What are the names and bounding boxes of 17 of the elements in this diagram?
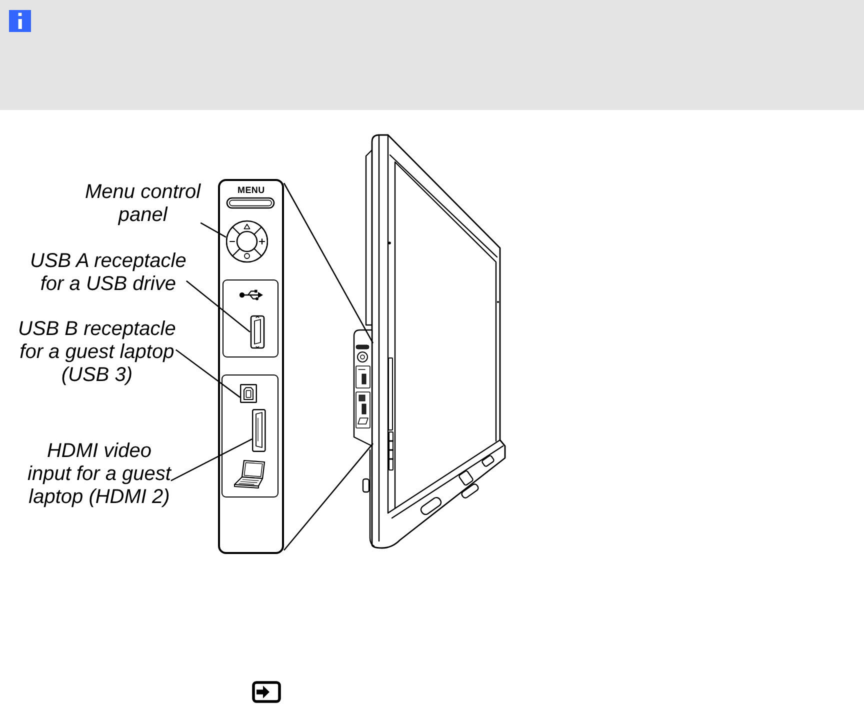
usb-b-port [240,384,257,403]
direction-pad [226,220,268,263]
zoom-line [283,182,374,344]
side-panel [353,329,373,447]
leader-line [175,349,240,398]
callout-label: Menu control panel [85,181,201,227]
callout-label: USB B receptacle for a guest laptop (USB 3) [18,318,176,387]
zoom-line [284,443,374,551]
leader-line [186,280,250,332]
leader-line [170,438,252,482]
leader-line [200,222,226,238]
device-label: MENU [238,185,265,195]
usb-a-port [250,315,265,349]
callout-label: HDMI video input for a guest laptop (HDMI 2) [28,440,171,509]
callout-label: USB A receptacle for a USB drive [30,250,186,296]
hdmi-port [252,409,266,452]
connection-panel [218,179,284,554]
